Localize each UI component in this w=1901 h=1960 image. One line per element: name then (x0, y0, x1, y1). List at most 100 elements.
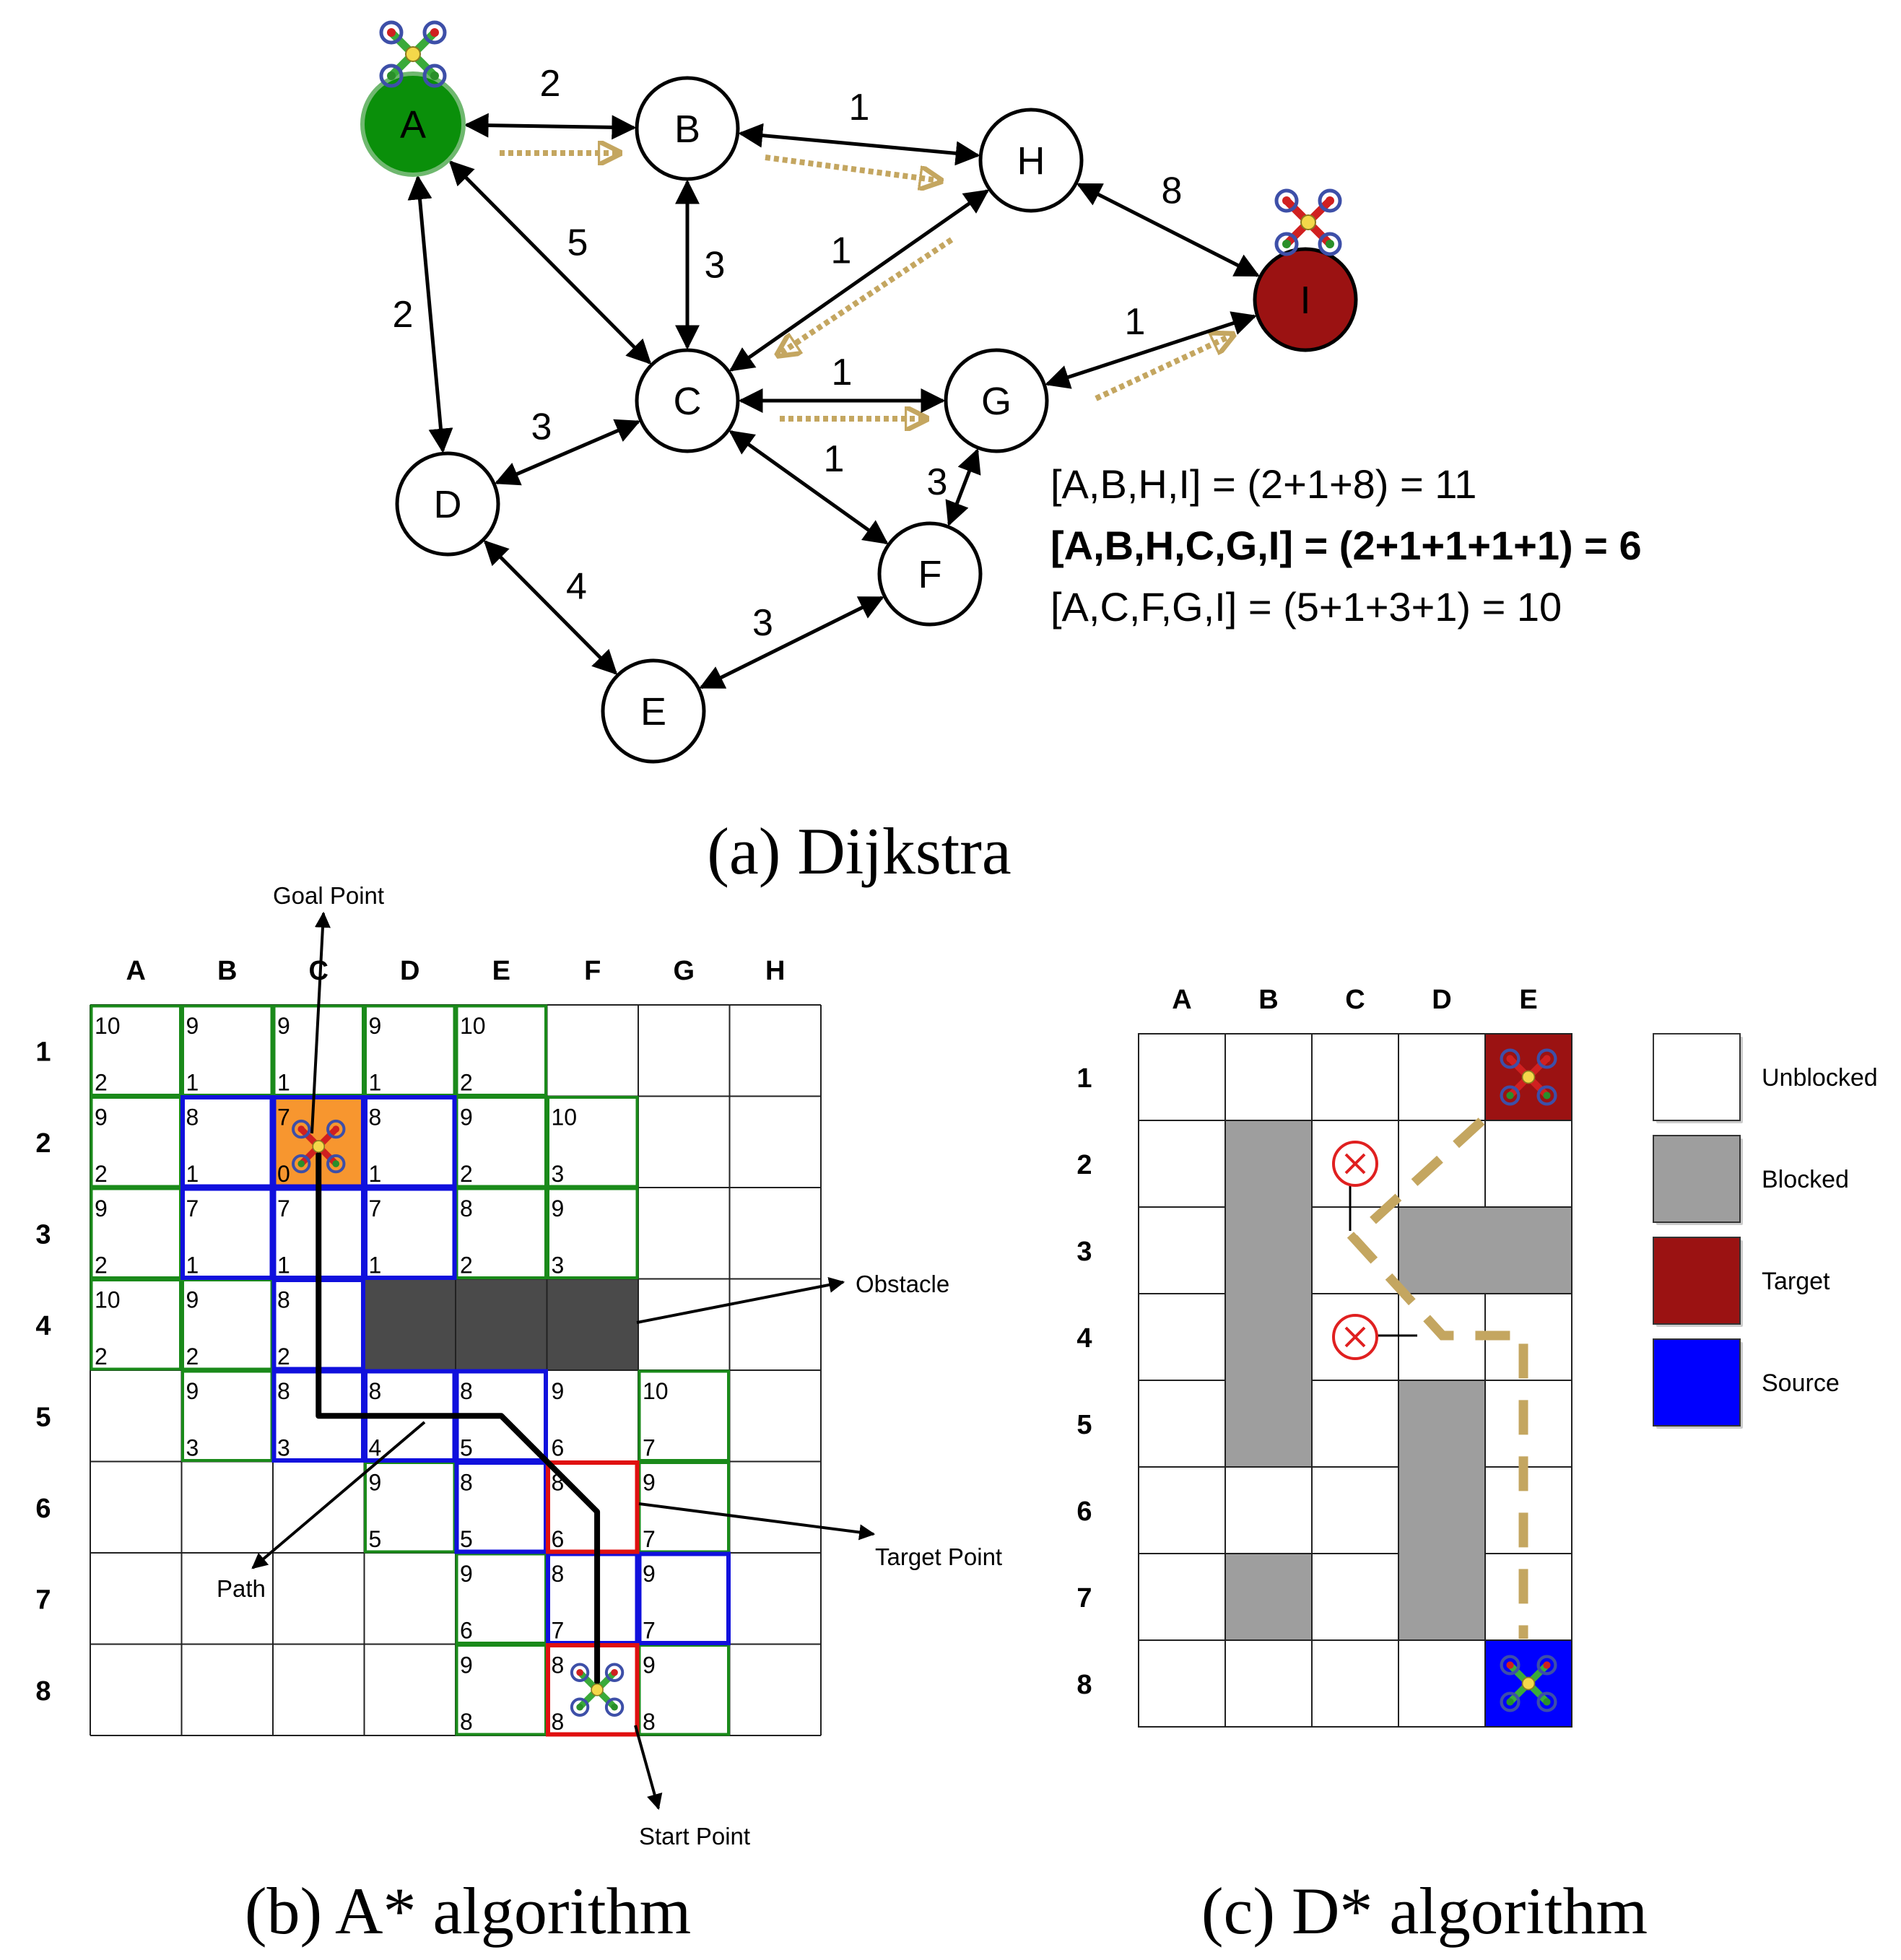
edge-weight-B-H: 1 (849, 87, 870, 129)
unblocked-cell (1138, 1639, 1226, 1728)
caption-dstar: (c) D* algorithm (1201, 1874, 1648, 1948)
cell-f-value: 9 (552, 1195, 565, 1221)
goal-point-label: Goal Point (273, 882, 384, 909)
cell-f-value: 9 (643, 1561, 656, 1587)
node-label-F: F (918, 553, 942, 596)
unblocked-cell (1311, 1206, 1399, 1294)
cell-g-value: 2 (95, 1253, 108, 1279)
node-G (944, 348, 1049, 453)
unblocked-cell (1224, 1033, 1313, 1121)
cell-f-value: 10 (95, 1287, 121, 1313)
unblocked-cell (1138, 1380, 1226, 1468)
unblocked-cell (1138, 1293, 1226, 1381)
cell-g-value: 5 (369, 1526, 382, 1552)
unblocked-cell (1311, 1466, 1399, 1554)
cell-f-value: 8 (552, 1561, 565, 1587)
edge-weight-C-F: 1 (824, 438, 845, 480)
cell-f-value: 9 (643, 1652, 656, 1678)
dstar-column-header-B: B (1258, 985, 1278, 1015)
cell-g-value: 8 (460, 1709, 473, 1735)
unblocked-cell (1484, 1553, 1572, 1641)
edge-weight-G-F: 3 (927, 461, 948, 503)
unblocked-cell (1311, 1033, 1399, 1121)
unblocked-cell (1138, 1553, 1226, 1641)
edge-weight-E-F: 3 (752, 602, 773, 644)
current-cell-border (546, 1460, 640, 1554)
edge-B-H (738, 123, 980, 166)
row-header-8: 8 (35, 1676, 51, 1707)
cell-g-value: 1 (369, 1070, 382, 1096)
edge-G-I (1045, 311, 1257, 389)
cell-g-value: 5 (460, 1526, 473, 1552)
edge-H-C (728, 189, 990, 372)
dstar-row-header-7: 7 (1076, 1583, 1092, 1613)
edge-A-C (448, 160, 652, 365)
cell-g-value: 2 (460, 1070, 473, 1096)
dstar-cells (1138, 1033, 1572, 1728)
dstar-row-header-6: 6 (1076, 1497, 1092, 1527)
edge-weight-A-B: 2 (540, 63, 561, 105)
obstacle-label: Obstacle (856, 1271, 949, 1297)
cell-g-value: 8 (643, 1709, 656, 1735)
cell-g-value: 1 (277, 1070, 290, 1096)
dstar-row-header-4: 4 (1076, 1323, 1092, 1354)
shortest-path-arrow-2 (765, 154, 939, 180)
row-header-2: 2 (35, 1128, 51, 1159)
unblocked-cell (1224, 1639, 1313, 1728)
cell-f-value: 9 (643, 1470, 656, 1496)
unblocked-cell (1484, 1380, 1572, 1468)
quadcopter-icon (570, 1663, 625, 1717)
x-circle-icon (1332, 1314, 1378, 1360)
edge-weight-D-E: 4 (566, 566, 587, 608)
quadcopter-icon (1500, 1048, 1557, 1106)
current-cell-border (546, 1643, 640, 1737)
row-header-3: 3 (35, 1219, 51, 1250)
cell-f-value: 9 (552, 1378, 565, 1404)
node-label-D: D (434, 483, 462, 526)
cell-g-value: 2 (460, 1253, 473, 1279)
astar-path-line (316, 1146, 601, 1686)
edge-weight-D-C: 3 (531, 406, 552, 448)
node-A (360, 71, 466, 177)
route-line-3: [A,C,F,G,I] = (5+1+3+1) = 10 (1050, 584, 1562, 630)
edge-C-F (728, 430, 889, 545)
cell-f-value: 9 (460, 1105, 473, 1131)
astar-cell-fills (273, 1096, 638, 1370)
legend-label-target: Target (1762, 1268, 1830, 1295)
dijkstra-drones (379, 20, 1342, 256)
cell-f-value: 8 (277, 1287, 290, 1313)
quadcopter-icon (292, 1119, 346, 1174)
open-cell-border (90, 1279, 182, 1371)
quadcopter-icon (1274, 188, 1342, 256)
cell-g-value: 2 (95, 1070, 108, 1096)
node-label-I: I (1300, 279, 1310, 322)
node-B (635, 76, 740, 181)
cell-f-value: 8 (460, 1470, 473, 1496)
dstar-column-header-C: C (1345, 985, 1365, 1015)
cell-f-value: 9 (186, 1378, 199, 1404)
dstar-column-header-A: A (1172, 985, 1191, 1015)
column-header-H: H (765, 956, 785, 986)
edge-weight-G-I: 1 (1125, 301, 1146, 343)
edge-E-F (699, 596, 884, 689)
column-header-B: B (217, 956, 237, 986)
cell-f-value: 10 (643, 1378, 669, 1404)
edge-weight-B-C: 3 (705, 245, 726, 287)
row-header-5: 5 (35, 1402, 51, 1432)
legend-label-unblocked: Unblocked (1762, 1064, 1878, 1092)
unblocked-cell (1311, 1553, 1399, 1641)
unblocked-cell (1311, 1639, 1399, 1728)
closed-cell-border (637, 1551, 731, 1645)
open-cell-border (547, 1187, 639, 1279)
cell-g-value: 3 (552, 1161, 565, 1187)
cell-g-value: 0 (277, 1161, 290, 1187)
cell-f-value: 8 (460, 1378, 473, 1404)
unblocked-cell (1398, 1033, 1486, 1121)
edge-D-E (483, 540, 618, 675)
start-point-label: Start Point (639, 1823, 750, 1850)
obstacle-cell (547, 1279, 638, 1370)
cell-g-value: 1 (186, 1070, 199, 1096)
cell-f-value: 9 (460, 1652, 473, 1678)
